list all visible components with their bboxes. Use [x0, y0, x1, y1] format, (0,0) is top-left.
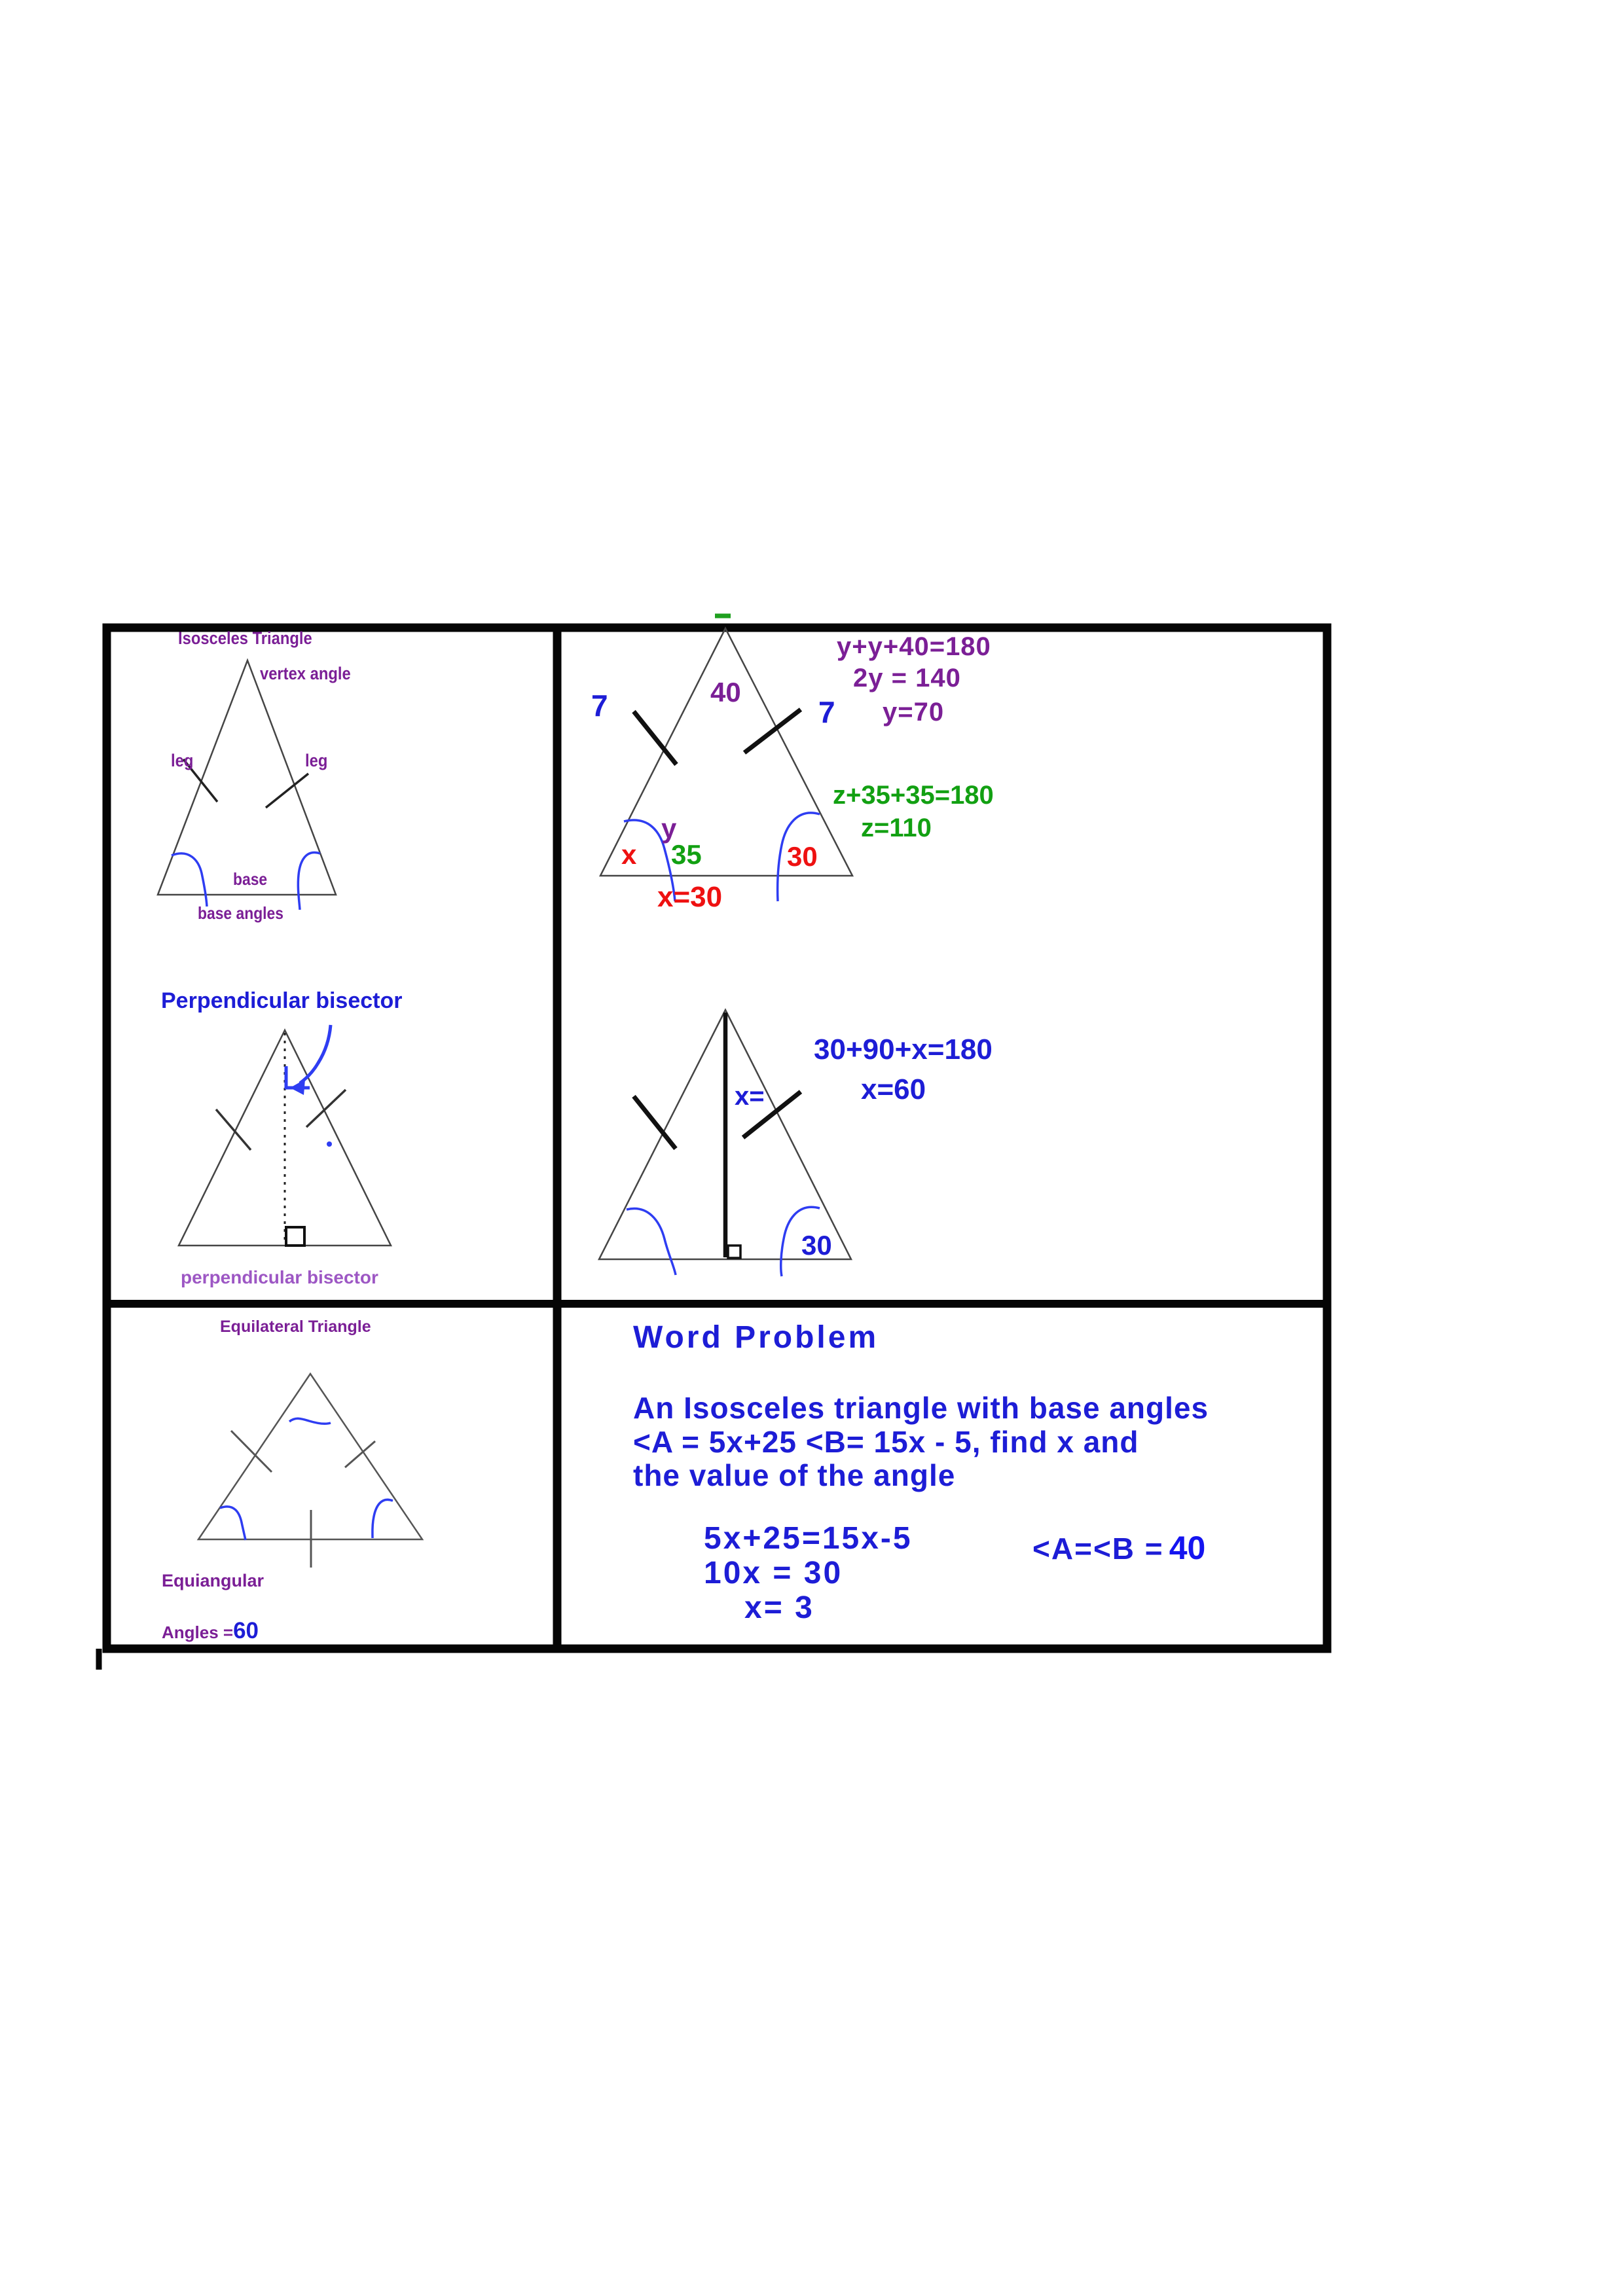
base-label: base	[233, 869, 268, 889]
angle-arc	[297, 851, 321, 910]
base-angles-label: base angles	[198, 903, 283, 923]
solution-step-2: 10x = 30	[704, 1556, 843, 1590]
altitude-figure	[597, 1008, 853, 1277]
tick-mark	[215, 1108, 252, 1151]
tick-mark	[305, 1088, 347, 1128]
leg-left-label: leg	[171, 751, 194, 770]
solution-step-1: 5x+25=15x-5	[704, 1521, 913, 1556]
apex-angle-value: 40	[710, 677, 741, 708]
word-problem-title: Word Problem	[633, 1320, 879, 1355]
angles-value: 60	[233, 1618, 259, 1643]
angles-prefix: Angles =	[162, 1623, 234, 1642]
angle-arc	[171, 852, 208, 907]
angle-y-label: y	[661, 813, 677, 844]
tick-mark	[230, 1429, 273, 1473]
angle-x-label: x	[621, 839, 637, 870]
angles-equation: Angles = 60	[162, 1619, 259, 1642]
tick-mark	[742, 708, 803, 755]
angle-arc	[626, 1207, 677, 1276]
perpendicular-bisector-caption: perpendicular bisector	[181, 1267, 378, 1287]
solution-step-3: x= 3	[744, 1590, 814, 1625]
work-purple-line3: y=70	[883, 698, 945, 726]
hand-right-angle	[284, 1066, 310, 1090]
work-green-line1: z+35+35=180	[833, 781, 994, 810]
final-answer-prefix: <A=<B =	[1032, 1532, 1164, 1566]
stray-dot	[327, 1141, 332, 1147]
side-length-left: 7	[591, 689, 608, 723]
equilateral-title: Equilateral Triangle	[220, 1318, 371, 1336]
hand-arrow	[299, 1024, 333, 1085]
equilateral-figure	[196, 1372, 424, 1568]
right-angle-mark	[727, 1244, 742, 1259]
angle-arc	[780, 1206, 820, 1277]
side-length-right: 7	[818, 695, 835, 729]
problem-line-2: <A = 5x+25 <B= 15x - 5, find x and	[633, 1425, 1139, 1459]
triangle-outline	[177, 1028, 393, 1247]
tick-mark	[632, 709, 678, 766]
solved-isosceles-figure	[598, 613, 854, 902]
problem-line-1: An Isosceles triangle with base angles	[633, 1391, 1209, 1425]
triangle-outline	[156, 658, 337, 896]
tick-mark	[182, 758, 219, 803]
leg-right-label: leg	[305, 751, 328, 770]
work-green-line2: z=110	[861, 814, 932, 842]
tick-mark	[264, 772, 310, 809]
final-answer: <A=<B = 40	[1032, 1532, 1205, 1564]
angle-arc	[219, 1505, 247, 1541]
angle-arc	[623, 819, 676, 902]
tick-mark	[741, 1090, 803, 1139]
perpendicular-bisector-title: Perpendicular bisector	[161, 988, 403, 1013]
angle-arc	[371, 1498, 393, 1539]
right-angle-mark	[285, 1226, 306, 1247]
altitude-base-angle: 30	[801, 1230, 832, 1261]
triangle-outline	[598, 626, 854, 877]
table-outer-border	[102, 623, 1332, 1653]
equiangular-label: Equiangular	[162, 1571, 264, 1590]
table-grid	[96, 623, 1332, 1670]
angle-arc	[776, 812, 820, 902]
isosceles-figure	[156, 658, 337, 910]
final-answer-value: 40	[1169, 1530, 1206, 1566]
tick-mark	[632, 1094, 678, 1151]
altitude-work-line1: 30+90+x=180	[814, 1033, 993, 1066]
work-purple-line2: 2y = 140	[853, 664, 961, 692]
altitude-work-line2: x=60	[861, 1073, 926, 1105]
isosceles-title: Isosceles Triangle	[178, 628, 312, 648]
vertex-angle-label: vertex angle	[260, 664, 351, 683]
altitude-label: x=	[735, 1082, 765, 1111]
angle-35-value: 35	[671, 839, 702, 870]
perpendicular-bisector-figure	[177, 1024, 393, 1247]
angle-arc	[288, 1417, 331, 1425]
x-answer: x=30	[657, 881, 723, 913]
angle-30-value: 30	[787, 841, 818, 872]
work-purple-line1: y+y+40=180	[837, 632, 991, 661]
tick-mark	[344, 1440, 376, 1469]
problem-line-3: the value of the angle	[633, 1458, 956, 1492]
